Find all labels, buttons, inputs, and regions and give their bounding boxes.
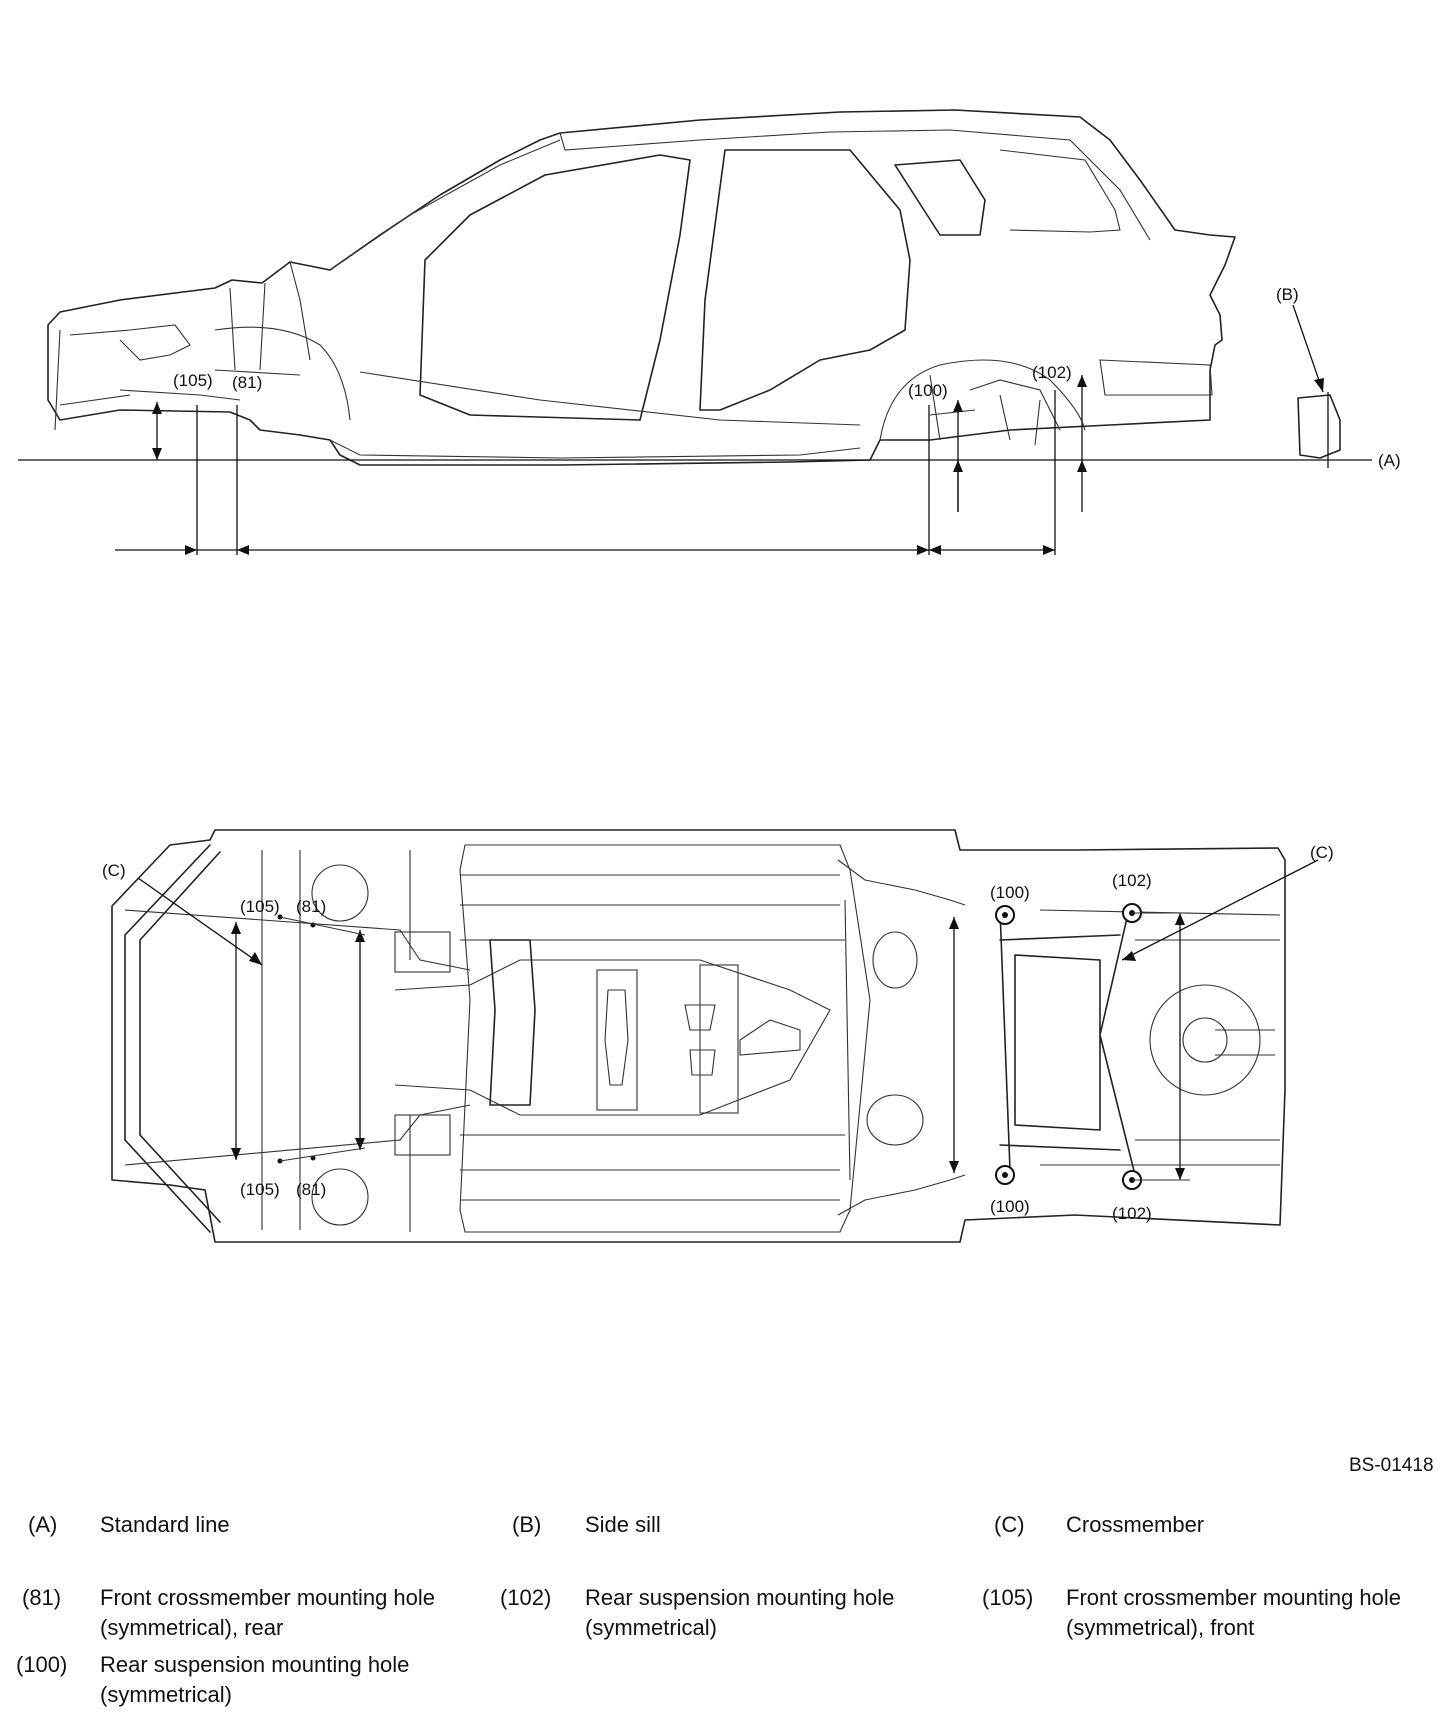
spare-tire-well: [1149, 984, 1261, 1096]
legend-text: Rear suspension mounting hole (symmetric…: [585, 1585, 895, 1640]
vehicle-body-dimension-diagram: (B) (A) (105) (81) (100) (102): [18, 109, 1401, 1243]
legend-item-a: (A) Standard line: [28, 1510, 468, 1542]
callout-c-front: (C): [102, 861, 126, 880]
plan-callout-81-top: (81): [296, 897, 326, 916]
floor-rails-right: [460, 1134, 845, 1201]
side-sill-section: [1297, 394, 1341, 459]
side-view-front-wheel-arch: [214, 326, 351, 421]
floor-hole-right: [866, 1094, 924, 1146]
figure-code: BS-01418: [1349, 1455, 1434, 1476]
side-view-rear-suspension: [929, 374, 1061, 446]
callout-a: (A): [1378, 451, 1401, 470]
plan-callout-100-bottom: (100): [990, 1197, 1030, 1216]
side-view-quarter-window: [894, 159, 986, 236]
legend-item-b: (B) Side sill: [512, 1510, 952, 1542]
side-view-rear-window: [699, 149, 911, 411]
side-view-rear-wheel-arch: [879, 359, 1086, 441]
legend-text: Standard line: [100, 1512, 230, 1537]
side-callout-81: (81): [232, 373, 262, 392]
side-view-front-window: [419, 154, 691, 421]
front-strut-tower-left: [311, 864, 369, 922]
center-crossmember-b: [596, 969, 638, 1111]
plan-callout-81-bottom: (81): [296, 1180, 326, 1199]
legend-item-102: (102) Rear suspension mounting hole (sym…: [500, 1583, 960, 1645]
arrowhead: [1314, 378, 1324, 392]
legend-key: (105): [982, 1585, 1034, 1610]
side-callout-105: (105): [173, 371, 213, 390]
plan-callout-105-top: (105): [240, 897, 280, 916]
hole-81-right: [310, 1155, 316, 1161]
crossmember-leader-rear: [1121, 859, 1319, 961]
side-view-sill-line: [329, 371, 861, 459]
side-callout-102: (102): [1032, 363, 1072, 382]
legend-key: (102): [500, 1585, 552, 1610]
legend-item-105: (105) Front crossmember mounting hole (s…: [982, 1583, 1442, 1645]
callout-b: (B): [1276, 285, 1299, 304]
legend-item-c: (C) Crossmember: [994, 1510, 1434, 1542]
side-sill-leader: [1292, 304, 1324, 393]
crossmember-leader-front: [137, 877, 263, 966]
front-crossmember-mount-left: [394, 931, 451, 973]
seat-bracket: [739, 1019, 801, 1056]
legend-text: Front crossmember mounting hole (symmetr…: [1066, 1585, 1402, 1640]
plan-callout-100-top: (100): [990, 883, 1030, 902]
plan-callout-102-bottom: (102): [1112, 1204, 1152, 1223]
legend-text: Front crossmember mounting hole (symmetr…: [100, 1585, 436, 1640]
side-view-rear-bumper: [1099, 359, 1213, 396]
legend-key: (B): [512, 1512, 542, 1537]
front-side-rails: [124, 909, 471, 1166]
side-view: (B) (A) (105) (81) (100) (102): [18, 109, 1401, 555]
legend-key: (C): [994, 1512, 1025, 1537]
floor-tunnel: [394, 959, 831, 1116]
legend-key: (A): [28, 1512, 58, 1537]
center-crossmember-a: [489, 939, 536, 1106]
rear-side-rails: [1039, 909, 1281, 1166]
side-view-front-structure: [54, 261, 311, 431]
plan-callout-105-bottom: (105): [240, 1180, 280, 1199]
front-strut-tower-right: [311, 1168, 369, 1226]
floor-outer-rails: [459, 844, 871, 1233]
legend-key: (81): [22, 1585, 62, 1610]
center-crossmember-c: [699, 964, 739, 1114]
rear-floor-section: [837, 859, 966, 1216]
underside-view: (C) (C) (105) (81) (105) (81) (100) (102…: [102, 829, 1334, 1243]
legend-text: Crossmember: [1066, 1512, 1205, 1537]
legend-text: Side sill: [585, 1512, 661, 1537]
underside-outline: [111, 829, 1286, 1243]
rear-suspension-subframe: [999, 904, 1136, 1176]
front-bumper-beam: [124, 844, 221, 1233]
legend-text: Rear suspension mounting hole (symmetric…: [100, 1652, 410, 1707]
legend-item-100: (100) Rear suspension mounting hole (sym…: [16, 1650, 486, 1712]
floor-rails-left: [460, 874, 845, 941]
legend-item-81: (81) Front crossmember mounting hole (sy…: [22, 1583, 482, 1645]
side-view-rear-quarter: [999, 149, 1121, 233]
front-crossmember-mount-right: [394, 1114, 451, 1156]
callout-c-rear: (C): [1310, 843, 1334, 862]
side-view-roofline: [329, 129, 1151, 271]
side-callout-100: (100): [908, 381, 948, 400]
floor-hole-left: [872, 931, 918, 989]
plan-callout-102-top: (102): [1112, 871, 1152, 890]
legend-key: (100): [16, 1652, 68, 1677]
